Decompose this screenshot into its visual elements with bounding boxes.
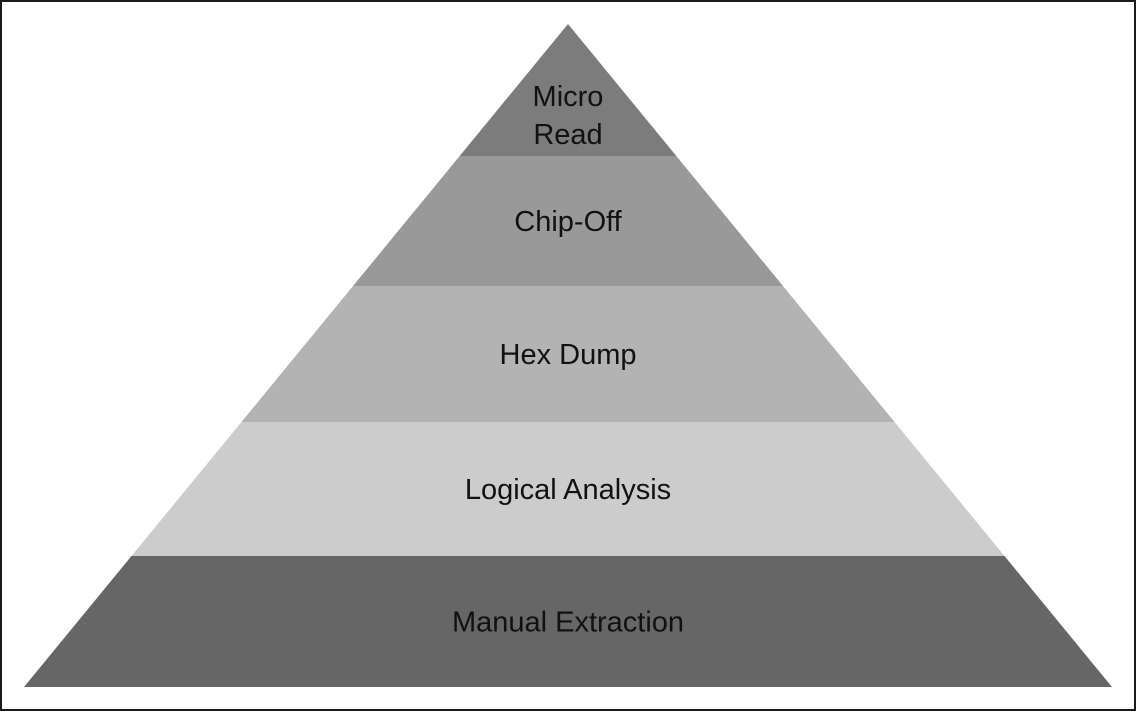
tier-label-chip-off: Chip-Off (514, 206, 622, 238)
tier-label-line: Micro (533, 81, 604, 113)
tier-hex-dump (241, 286, 895, 422)
tier-label-logical-analysis: Logical Analysis (465, 474, 671, 506)
tier-manual-extraction (24, 556, 1112, 687)
tier-logical-analysis (131, 422, 1005, 556)
tier-micro-read (459, 24, 677, 156)
tier-label-hex-dump: Hex Dump (500, 339, 637, 371)
tier-label-line: Chip-Off (514, 206, 622, 238)
pyramid-tiers (24, 24, 1112, 687)
tier-label-line: Hex Dump (500, 339, 637, 371)
tier-label-line: Logical Analysis (465, 474, 671, 506)
tier-label-manual-extraction: Manual Extraction (452, 607, 684, 639)
tier-label-line: Manual Extraction (452, 607, 684, 639)
tier-chip-off (353, 156, 783, 286)
tier-label-line: Read (533, 119, 602, 151)
